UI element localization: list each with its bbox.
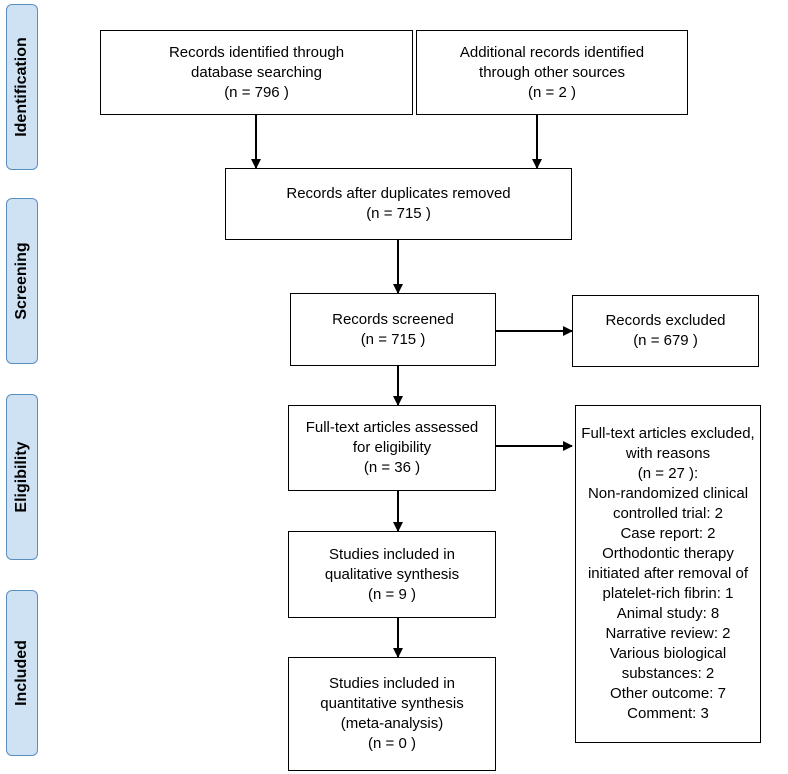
qualitative-count: (n = 9 ): [368, 585, 416, 603]
fulltext-excl-line-8: initiated after removal of: [587, 565, 749, 582]
screened-count: (n = 715 ): [360, 330, 426, 348]
fulltext-excl-line-10: Animal study: 8: [616, 605, 720, 622]
fulltext-line1: Full-text articles assessed: [305, 419, 479, 436]
box-other-sources: Additional records identified through ot…: [416, 30, 688, 115]
fulltext-excl-line-11: Narrative review: 2: [605, 625, 731, 642]
fulltext-excl-line-14: Other outcome: 7: [610, 685, 726, 702]
fulltext-count: (n = 36 ): [363, 459, 421, 476]
fulltext-excl-line-3: (n = 27 ):: [637, 465, 699, 482]
quantitative-count: (n = 0 ): [368, 735, 416, 752]
fulltext-excl-line-9: platelet-rich fibrin: 1: [602, 585, 734, 602]
fulltext-excl-line-13: substances: 2: [621, 665, 715, 682]
db-search-line2: database searching: [191, 63, 322, 81]
box-fulltext-excluded: Full-text articles excluded, with reason…: [575, 405, 761, 743]
box-qualitative-synthesis: Studies included in qualitative synthesi…: [288, 531, 496, 618]
box-database-searching: Records identified through database sear…: [100, 30, 413, 115]
quantitative-line3: (meta-analysis): [340, 715, 444, 732]
dup-removed-count: (n = 715 ): [366, 205, 431, 222]
excluded-count: (n = 679 ): [633, 332, 698, 349]
box-records-excluded: Records excluded (n = 679 ): [572, 295, 759, 367]
fulltext-excl-line-12: Various biological: [609, 645, 727, 662]
qualitative-line2: qualitative synthesis: [324, 565, 460, 583]
fulltext-excl-line-15: Comment: 3: [627, 705, 709, 722]
fulltext-excl-line-6: Case report: 2: [620, 525, 716, 542]
dup-removed-line1: Records after duplicates removed: [286, 185, 511, 202]
qualitative-line1: Studies included in: [329, 545, 455, 563]
fulltext-excl-line-1: Full-text articles excluded,: [581, 425, 755, 442]
fulltext-line2: for eligibility: [352, 439, 432, 456]
fulltext-excl-line-2: with reasons: [625, 445, 711, 462]
fulltext-excl-line-5: controlled trial: 2: [612, 505, 724, 522]
fulltext-excl-line-4: Non-randomized clinical: [587, 485, 749, 502]
phase-screening: Screening: [6, 198, 38, 364]
other-sources-count: (n = 2 ): [528, 83, 576, 101]
box-records-screened: Records screened (n = 715 ): [290, 293, 496, 366]
box-fulltext-assessed: Full-text articles assessed for eligibil…: [288, 405, 496, 491]
db-search-line1: Records identified through: [168, 43, 345, 61]
phase-included: Included: [6, 590, 38, 756]
quantitative-line2: quantitative synthesis: [320, 695, 464, 712]
phase-eligibility: Eligibility: [6, 394, 38, 560]
excluded-line1: Records excluded: [605, 312, 726, 329]
fulltext-excl-line-7: Orthodontic therapy: [602, 545, 734, 562]
other-sources-line2: through other sources: [479, 63, 625, 81]
quantitative-line1: Studies included in: [329, 675, 455, 692]
phase-identification: Identification: [6, 4, 38, 170]
screened-line1: Records screened: [332, 310, 454, 328]
other-sources-line1: Additional records identified: [459, 43, 645, 61]
box-quantitative-synthesis: Studies included in quantitative synthes…: [288, 657, 496, 771]
db-search-count: (n = 796 ): [224, 83, 289, 101]
box-duplicates-removed: Records after duplicates removed (n = 71…: [225, 168, 572, 240]
